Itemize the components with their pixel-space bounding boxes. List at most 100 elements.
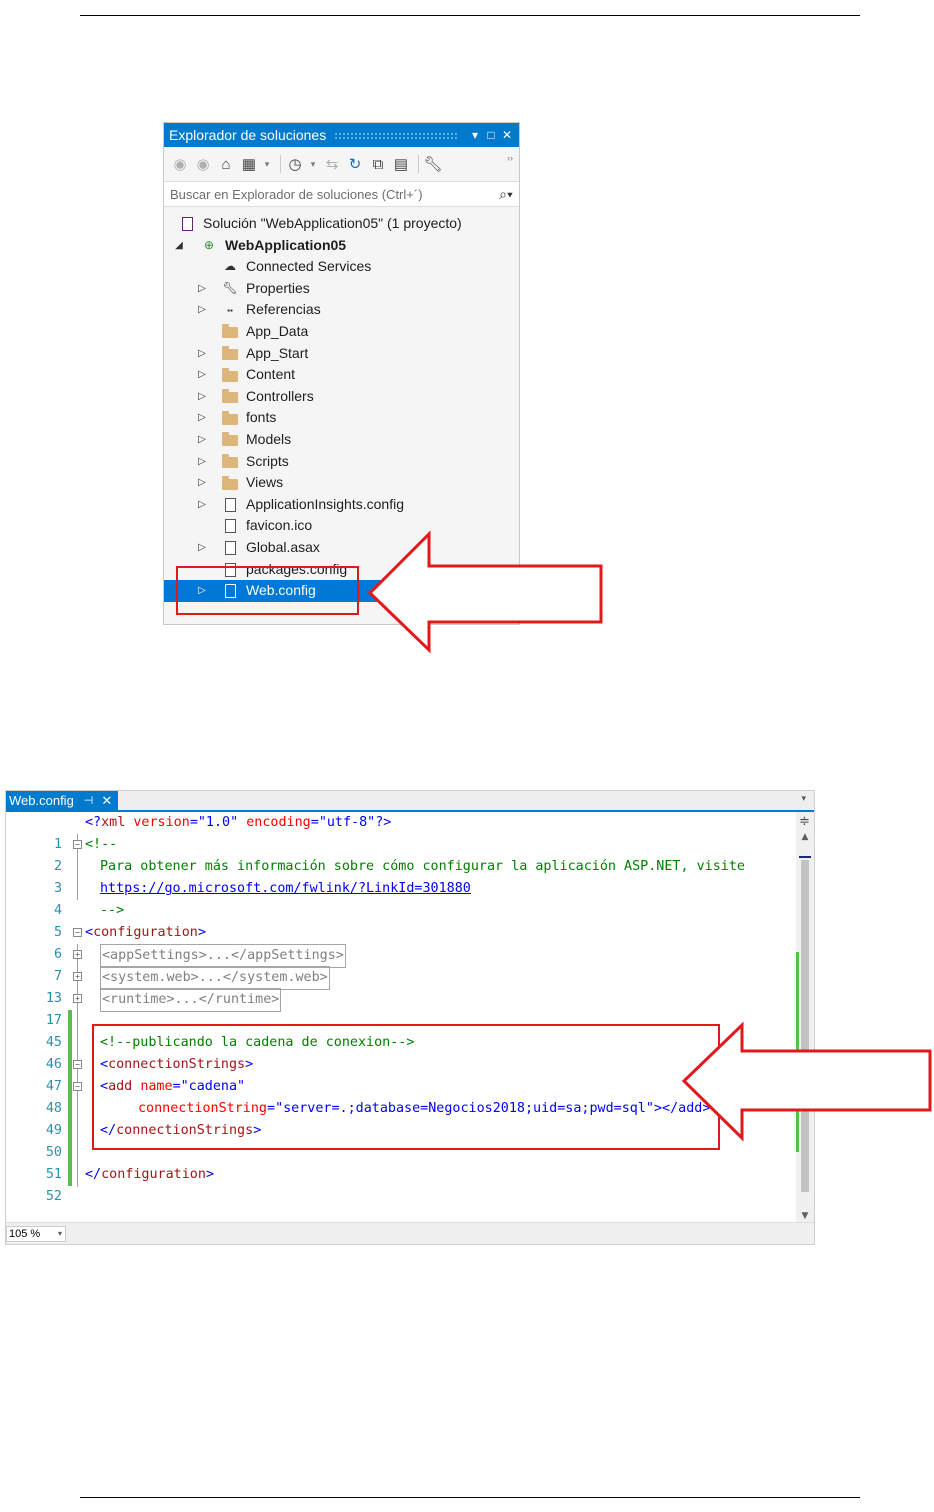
expand-arrow-icon[interactable]: ▷ bbox=[198, 541, 206, 553]
forward-icon[interactable]: ◉ bbox=[196, 156, 210, 173]
red-arrow-left-icon bbox=[367, 530, 603, 654]
pin-icon[interactable]: ⊣ bbox=[83, 795, 94, 807]
expand-toggle-icon[interactable]: + bbox=[73, 972, 82, 981]
tree-item[interactable]: ▷ Scripts bbox=[164, 451, 519, 473]
window-position-dropdown-icon[interactable]: ▾ bbox=[471, 128, 479, 142]
solution-explorer-toolbar: ◉ ◉ ⌂ ▦ ▾ ◷ ▾ ⇆ ↻ ⧉ ▤ 🔧︎ ›› bbox=[164, 147, 519, 181]
scroll-down-icon[interactable]: ▼ bbox=[801, 1211, 809, 1221]
scroll-up-icon[interactable]: ▲ bbox=[801, 832, 809, 842]
expand-arrow-icon[interactable]: ▷ bbox=[198, 282, 206, 294]
collapse-toggle-icon[interactable]: − bbox=[73, 840, 82, 849]
asax-file-icon bbox=[222, 540, 238, 555]
folder-icon bbox=[222, 367, 238, 382]
expand-toggle-icon[interactable]: + bbox=[73, 950, 82, 959]
refresh-icon[interactable]: ↻ bbox=[348, 156, 362, 173]
tree-item[interactable]: favicon.ico bbox=[164, 515, 519, 537]
solution-icon bbox=[179, 217, 195, 231]
home-icon[interactable]: ⌂ bbox=[221, 155, 231, 173]
expand-arrow-icon[interactable]: ▷ bbox=[198, 390, 206, 402]
close-icon[interactable]: ✕ bbox=[501, 128, 513, 142]
expand-arrow-icon[interactable]: ▷ bbox=[198, 477, 206, 489]
tree-item[interactable]: ▷Models bbox=[164, 429, 519, 451]
fwlink-url[interactable]: https://go.microsoft.com/fwlink/?LinkId=… bbox=[100, 881, 471, 896]
tab-list-dropdown-icon[interactable]: ▾ bbox=[801, 794, 806, 804]
tree-item-label: Global.asax bbox=[246, 538, 320, 555]
collapse-toggle-icon[interactable]: − bbox=[73, 1082, 82, 1091]
back-icon[interactable]: ◉ bbox=[173, 156, 187, 173]
collapsed-region-system-web[interactable]: <system.web>...</system.web> bbox=[100, 966, 330, 990]
tree-item[interactable]: ▷Content bbox=[164, 364, 519, 386]
icon-file-icon bbox=[222, 519, 238, 534]
expand-arrow-icon[interactable]: ▷ bbox=[198, 498, 206, 510]
vertical-scrollbar[interactable]: ≑ ▲ ▼ bbox=[796, 812, 814, 1223]
expanded-arrow-icon[interactable]: ◢ bbox=[175, 239, 183, 251]
tab-web-config[interactable]: Web.config ⊣ ✕ bbox=[6, 791, 119, 810]
tab-title: Web.config bbox=[9, 793, 74, 808]
line-number: 2 bbox=[53, 859, 62, 874]
expand-arrow-icon[interactable]: ▷ bbox=[198, 369, 206, 381]
tree-item[interactable]: ▷Controllers bbox=[164, 386, 519, 408]
chevron-down-icon[interactable]: ▾ bbox=[310, 158, 316, 169]
split-window-icon[interactable]: ≑ bbox=[799, 814, 810, 829]
properties-wrench-icon[interactable]: 🔧︎ bbox=[423, 156, 443, 173]
expand-arrow-icon[interactable]: ▷ bbox=[198, 347, 206, 359]
tree-item[interactable]: App_Data bbox=[164, 321, 519, 343]
tree-item-label: Scripts bbox=[246, 452, 289, 469]
web-project-icon: ⊕ bbox=[203, 237, 215, 252]
chevron-down-icon[interactable]: ▾ bbox=[264, 158, 270, 169]
tree-item[interactable]: ▷▪▪Referencias bbox=[164, 299, 519, 321]
scrollbar-thumb[interactable] bbox=[801, 860, 809, 1192]
config-file-icon bbox=[222, 562, 238, 577]
line-number: 17 bbox=[45, 1013, 62, 1028]
collapse-toggle-icon[interactable]: − bbox=[73, 928, 82, 937]
expand-toggle-icon[interactable]: + bbox=[73, 994, 82, 1003]
show-all-files-icon[interactable]: ▤ bbox=[393, 156, 409, 173]
tree-item[interactable]: ☁Connected Services bbox=[164, 256, 519, 278]
maximize-icon[interactable]: □ bbox=[487, 128, 495, 142]
switch-views-icon[interactable]: ▦ bbox=[241, 156, 257, 173]
code-text: <!-- bbox=[85, 837, 118, 852]
tree-item-label: App_Start bbox=[246, 344, 309, 361]
expand-arrow-icon[interactable]: ▷ bbox=[198, 585, 206, 597]
tree-item[interactable]: ▷Views bbox=[164, 472, 519, 494]
zoom-value: 105 % bbox=[9, 1228, 41, 1240]
caret-position-marker bbox=[799, 856, 811, 858]
line-number: 1 bbox=[53, 837, 62, 852]
tree-item[interactable]: ▷ApplicationInsights.config bbox=[164, 494, 519, 516]
pending-changes-icon[interactable]: ◷ bbox=[288, 156, 302, 173]
close-icon[interactable]: ✕ bbox=[101, 792, 113, 808]
editor-text-area[interactable]: 1 <?xml version="1.0" encoding="utf-8"?>… bbox=[6, 812, 814, 1223]
collapse-all-icon[interactable]: ⧉ bbox=[372, 155, 384, 173]
code-text: connectionString="server=.;database=Nego… bbox=[138, 1101, 711, 1116]
tree-item-label: Referencias bbox=[246, 301, 321, 318]
zoom-dropdown[interactable]: 105 % ▾ bbox=[6, 1226, 66, 1242]
sync-icon[interactable]: ⇆ bbox=[325, 156, 339, 173]
tree-item-solution[interactable]: Solución "WebApplication05" (1 proyecto) bbox=[164, 213, 519, 235]
collapse-toggle-icon[interactable]: − bbox=[73, 1060, 82, 1069]
expand-arrow-icon[interactable]: ▷ bbox=[198, 412, 206, 424]
tree-item[interactable]: ▷🔧︎Properties bbox=[164, 278, 519, 300]
drag-grip[interactable] bbox=[334, 131, 459, 139]
search-input[interactable] bbox=[164, 185, 493, 203]
expand-arrow-icon[interactable]: ▷ bbox=[198, 304, 206, 316]
folder-icon bbox=[222, 389, 238, 404]
collapsed-region-appsettings[interactable]: <appSettings>...</appSettings> bbox=[100, 944, 346, 968]
code-text: --> bbox=[100, 903, 125, 918]
tree-item[interactable]: ▷fonts bbox=[164, 407, 519, 429]
line-number: 6 bbox=[53, 947, 62, 962]
tree-item-label: App_Data bbox=[246, 322, 309, 339]
tree-item[interactable]: packages.config bbox=[164, 559, 519, 581]
expand-arrow-icon[interactable]: ▷ bbox=[198, 433, 206, 445]
toolbar-overflow-icon[interactable]: ›› bbox=[507, 153, 513, 163]
editor-tabstrip: Web.config ⊣ ✕ ▾ bbox=[6, 791, 814, 812]
tree-item-label: Connected Services bbox=[246, 258, 372, 275]
line-number: 46 bbox=[45, 1057, 62, 1072]
tree-item[interactable]: ▷ Global.asax bbox=[164, 537, 519, 559]
search-icon[interactable]: ⌕▾ bbox=[499, 185, 513, 202]
collapsed-region-runtime[interactable]: <runtime>...</runtime> bbox=[100, 988, 282, 1012]
code-line: 13 + <system.web>...</system.web> bbox=[6, 966, 330, 1006]
code-line: 4 https://go.microsoft.com/fwlink/?LinkI… bbox=[6, 878, 471, 918]
tree-item[interactable]: ▷ App_Start bbox=[164, 343, 519, 365]
tree-item-project[interactable]: ◢ ⊕ WebApplication05 bbox=[164, 235, 519, 257]
expand-arrow-icon[interactable]: ▷ bbox=[198, 455, 206, 467]
